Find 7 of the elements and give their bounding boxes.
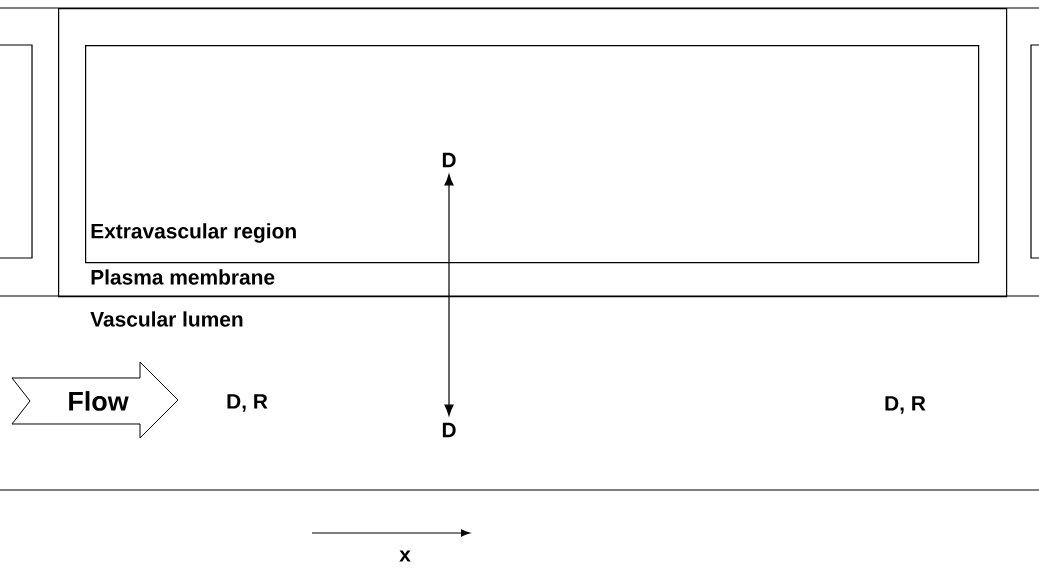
symbol-label: D [442, 422, 456, 438]
symbol-label: D, R [885, 396, 926, 414]
symbol-label: D [442, 152, 456, 168]
symbol-label: D, R [227, 394, 268, 412]
region-label: Vascular lumen [90, 311, 243, 327]
arrow [444, 174, 454, 416]
axis-label: x [399, 550, 411, 562]
